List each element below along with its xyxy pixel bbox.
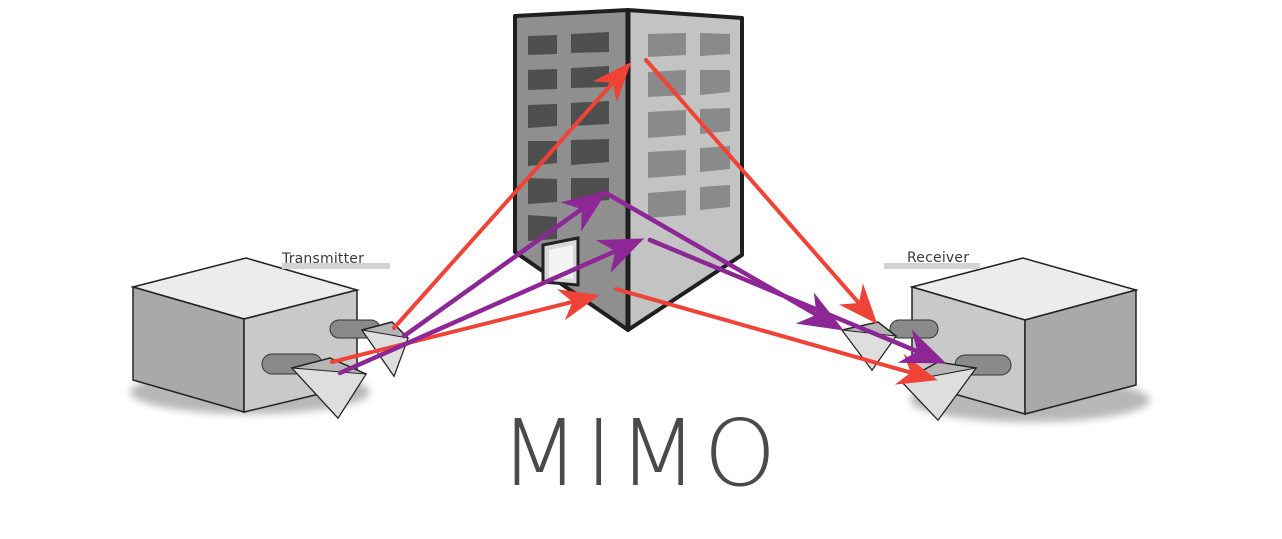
red-path-base-to-rx [614, 287, 938, 385]
diagram-title: MIMO [499, 400, 783, 507]
purple-path-tx-to-upper-wall [401, 190, 608, 339]
signal-paths [330, 58, 947, 385]
receiver-label-bar [884, 263, 980, 269]
transmitter-label: Transmitter [282, 251, 365, 267]
receiver-label: Receiver [907, 250, 970, 266]
building-windows-right [648, 33, 730, 218]
purple-path-lower-wall-to-rx [647, 237, 947, 364]
red-path-tx-to-rooftop [392, 62, 632, 330]
building-door [541, 236, 580, 287]
antenna-icon [261, 353, 368, 420]
red-path-rooftop-to-rx [644, 58, 878, 325]
transmitter-label-bar [282, 263, 390, 269]
purple-path-tx-to-lower-wall [337, 238, 645, 376]
red-path-tx-to-base [330, 289, 600, 364]
